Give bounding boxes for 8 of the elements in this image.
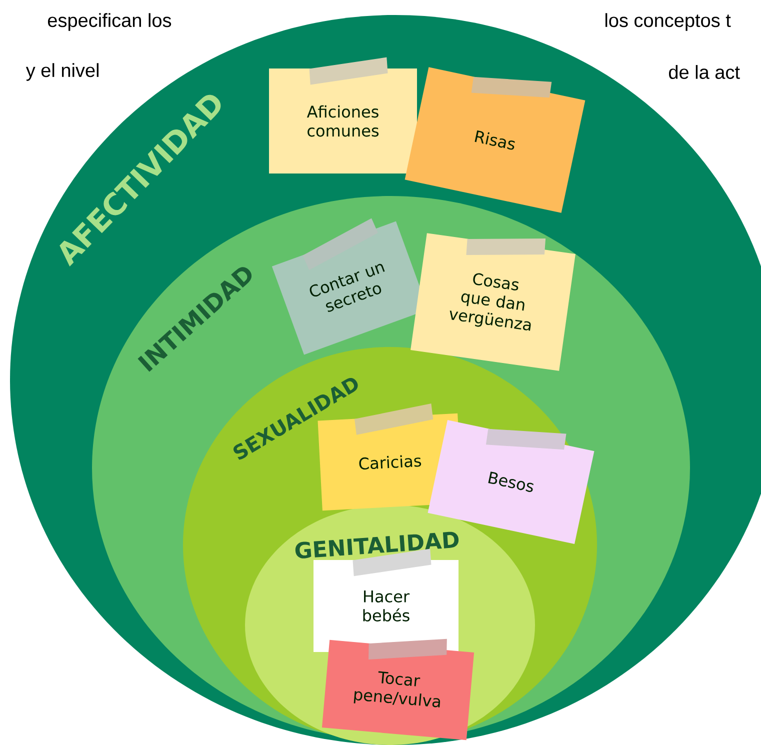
sticky-note: Risas <box>404 67 586 213</box>
sticky-note: Cosas que dan vergüenza <box>410 233 576 371</box>
text-fragment: de la act <box>669 65 740 79</box>
text-fragment: los conceptos t <box>606 13 731 31</box>
text-fragment: y el nivel <box>26 63 98 81</box>
sticky-note: Aficiones comunes <box>269 68 417 174</box>
sticky-note: Tocar pene/vulva <box>322 640 474 740</box>
text-fragment: especifican los <box>48 13 172 31</box>
